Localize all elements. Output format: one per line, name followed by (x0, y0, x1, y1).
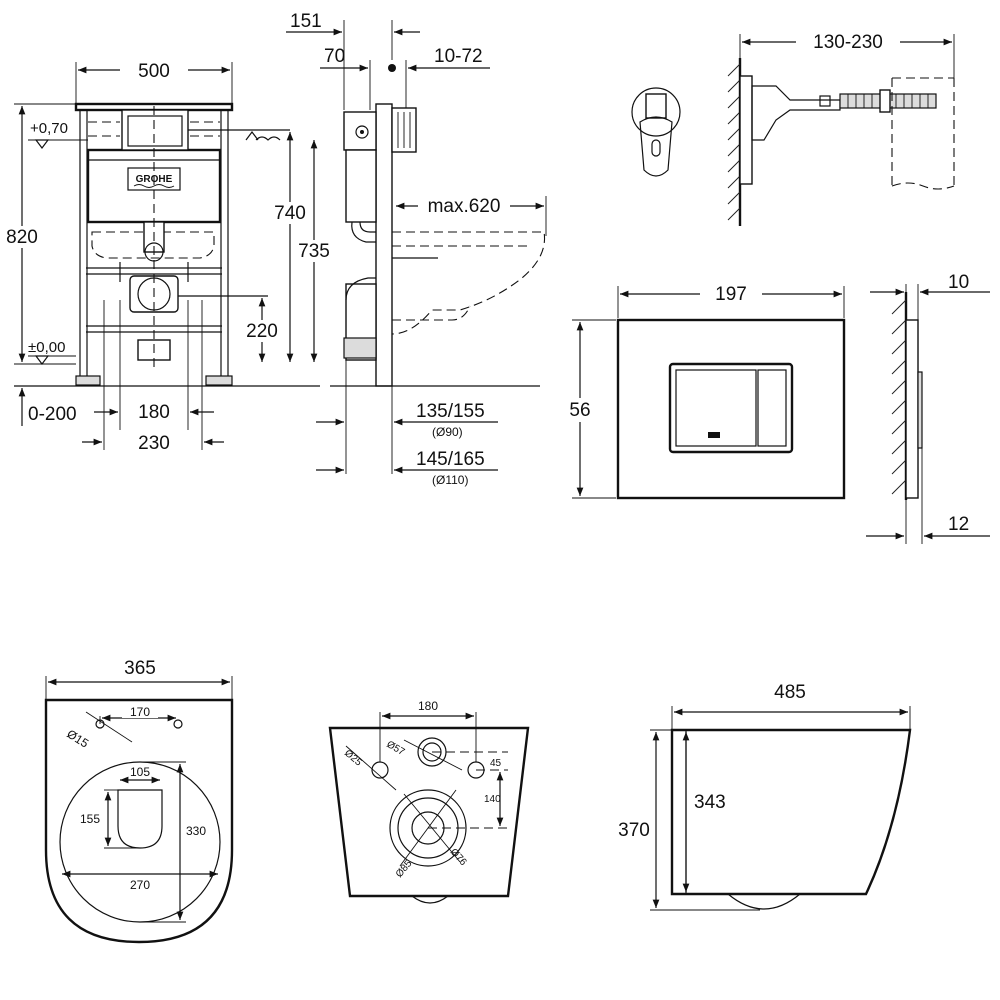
dim-bowl-length: 485 (774, 682, 806, 703)
dim-inner-depth: 330 (186, 824, 206, 838)
dim-bolt-spacing: 170 (130, 705, 150, 719)
dim-plate-thickness-top: 10 (948, 272, 969, 293)
bowl-side-view: 485 370 343 (614, 682, 912, 911)
bowl-top-view: 365 170 Ø15 105 155 330 270 (44, 658, 234, 944)
dim-bowl-height-inner: 343 (694, 792, 726, 813)
dim-back-dia-57: Ø57 (385, 739, 407, 758)
dim-drain-height: 220 (246, 321, 278, 342)
dim-plate-width: 197 (715, 284, 747, 305)
dim-plate-thickness-bottom: 12 (948, 514, 969, 535)
dim-feet-inner: 180 (138, 402, 170, 423)
dim-offset-mid: 70 (324, 46, 345, 67)
dim-projection: max.620 (428, 196, 501, 217)
dim-pipe-90-dia: (Ø90) (432, 425, 463, 439)
dim-back-offset-140: 140 (484, 794, 501, 805)
dim-bolt-dia: Ø15 (64, 727, 91, 751)
frame-side-view: 151 70 10-72 max.620 (286, 11, 547, 487)
dim-inlet-height: 740 (274, 203, 306, 224)
dim-pipe-110-size: 145/165 (416, 449, 485, 470)
frame-front-view: 500 GROHE (0, 58, 336, 454)
dim-back-dia-85: Ø85 (394, 858, 415, 880)
dim-inner-width: 270 (130, 878, 150, 892)
dim-foot-adjust: 0-200 (28, 404, 77, 425)
dim-bowl-width: 365 (124, 658, 156, 679)
dim-frame-width: 500 (138, 61, 170, 82)
dim-bracket-range: 130-230 (813, 32, 883, 53)
dim-back-bolt-spacing: 180 (418, 699, 438, 713)
dim-frame-height: 735 (298, 241, 330, 262)
dim-offset-top: 151 (290, 11, 322, 32)
dim-pipe-90-size: 135/155 (416, 401, 485, 422)
wall-bracket-view: 130-230 (631, 30, 955, 226)
flush-plate-view: 197 56 10 12 (562, 272, 990, 544)
dim-depth-range: 10-72 (434, 46, 483, 67)
dim-plate-height: 56 (569, 400, 590, 421)
dim-total-height: 820 (6, 227, 38, 248)
dim-seat-opening-height: 155 (80, 812, 100, 826)
bowl-back-view: 180 Ø25 Ø57 45 140 Ø85 Ø76 (328, 699, 530, 904)
dim-bowl-height: 370 (618, 820, 650, 841)
dim-pipe-110-dia: (Ø110) (432, 473, 468, 487)
dim-seat-opening-width: 105 (130, 765, 150, 779)
dim-back-offset-45: 45 (490, 758, 502, 769)
dim-back-dia-25: Ø25 (342, 748, 364, 769)
dim-back-dia-76: Ø76 (448, 847, 469, 869)
level-floor: ±0,00 (28, 339, 65, 356)
dim-feet-outer: 230 (138, 433, 170, 454)
level-top: +0,70 (30, 120, 68, 137)
